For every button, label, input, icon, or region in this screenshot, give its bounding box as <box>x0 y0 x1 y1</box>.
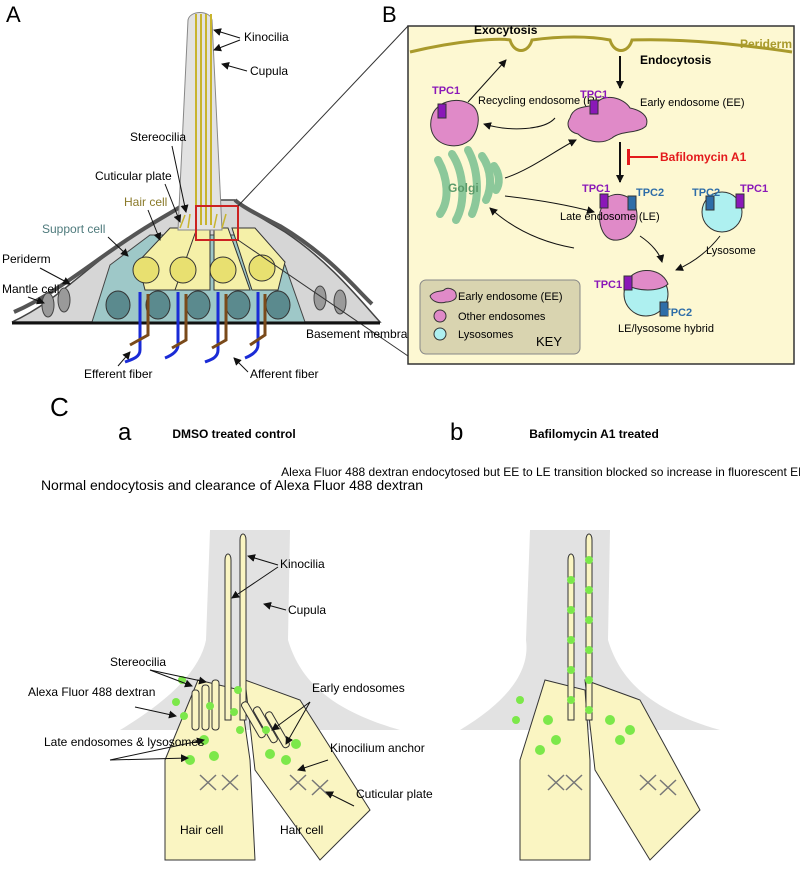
subtitle-ca: Normal endocytosis and clearance of Alex… <box>41 477 423 493</box>
hair-cell-cb-left <box>519 679 591 861</box>
key-item-1: Other endosomes <box>458 311 546 323</box>
label-late-endosome: Late endosome (LE) <box>560 211 660 223</box>
tpc2-hybrid: TPC2 <box>664 307 692 319</box>
label-stereocilia: Stereocilia <box>130 130 186 144</box>
dextran-dots-cb <box>512 556 635 755</box>
label-ca-kinocilium-anchor: Kinocilium anchor <box>330 741 425 755</box>
panel-label-cb: b <box>450 419 463 446</box>
key-box: Early endosome (EE) Other endosomes Lyso… <box>419 279 581 355</box>
zoom-box <box>195 205 239 241</box>
kinocilium-cb-2 <box>585 533 593 721</box>
label-ca-hair-cell-right: Hair cell <box>280 823 323 837</box>
kinocilium-ca-2 <box>239 533 247 721</box>
label-ca-early-endosomes: Early endosomes <box>312 681 405 695</box>
key-title: KEY <box>536 334 562 349</box>
label-ca-late-endosomes: Late endosomes & lysosomes <box>44 735 204 749</box>
label-periderm-b: Periderm <box>740 37 792 51</box>
nerve-fibers <box>124 292 267 364</box>
label-exocytosis: Exocytosis <box>474 23 538 37</box>
support-nuclei <box>105 290 291 320</box>
label-cuticular-plate: Cuticular plate <box>95 169 172 183</box>
panel-c: C a b DMSO treated control Normal endocy… <box>28 392 800 861</box>
tpc1-re: TPC1 <box>432 85 460 97</box>
label-basement-membrane: Basement membrane <box>306 327 421 341</box>
tpc1-ee: TPC1 <box>580 89 608 101</box>
label-hybrid: LE/lysosome hybrid <box>618 323 714 335</box>
stereocilia-ca <box>191 679 290 749</box>
label-hair-cell: Hair cell <box>124 195 167 209</box>
periderm-line-right <box>233 198 374 306</box>
tpc2-lyso: TPC2 <box>692 187 720 199</box>
label-ca-dextran: Alexa Fluor 488 dextran <box>28 685 155 699</box>
label-bafilomycin: Bafilomycin A1 <box>660 150 747 164</box>
tpc1-le: TPC1 <box>582 183 610 195</box>
label-cupula: Cupula <box>250 64 288 78</box>
tpc1-hybrid: TPC1 <box>594 279 622 291</box>
panel-label-ca: a <box>118 419 132 446</box>
label-ca-cuticular-plate: Cuticular plate <box>356 787 433 801</box>
label-ca-cupula: Cupula <box>288 603 326 617</box>
panel-a: A <box>2 2 421 381</box>
label-kinocilia: Kinocilia <box>244 30 289 44</box>
le-lysosome-hybrid: TPC1 TPC2 LE/lysosome hybrid <box>594 270 714 335</box>
kinocilium-ca-1 <box>224 553 232 721</box>
label-ca-hair-cell-left: Hair cell <box>180 823 223 837</box>
periderm-membrane <box>409 35 793 54</box>
title-cb: Bafilomycin A1 treated <box>529 427 659 441</box>
panel-label-c: C <box>50 392 69 422</box>
panel-label-b: B <box>382 2 397 27</box>
label-ca-kinocilia: Kinocilia <box>280 557 325 571</box>
hair-cell-cb-right <box>584 679 701 861</box>
panel-label-a: A <box>6 2 21 27</box>
early-endosome: TPC1 Early endosome (EE) <box>567 89 745 143</box>
lysosome: TPC2 TPC1 Lysosome <box>692 183 768 257</box>
label-mantle-cell: Mantle cell <box>2 282 59 296</box>
label-recycling-endosome: Recycling endosome (RE) <box>478 95 606 107</box>
panel-b: B Periderm Exocytosis Endocytosis TPC1 R… <box>382 2 795 365</box>
label-afferent-fiber: Afferent fiber <box>250 367 318 381</box>
label-endocytosis: Endocytosis <box>640 53 712 67</box>
kinocilia-lines <box>195 14 212 225</box>
label-support-cell: Support cell <box>42 222 105 236</box>
stereocilia-lines <box>179 213 227 229</box>
label-golgi: Golgi <box>448 181 479 195</box>
hair-cells <box>132 227 286 291</box>
recycling-endosome: TPC1 Recycling endosome (RE) <box>430 85 606 147</box>
label-periderm: Periderm <box>2 252 51 266</box>
late-endosome: TPC1 TPC2 Late endosome (LE) <box>560 183 664 241</box>
subtitle-cb: Alexa Fluor 488 dextran endocytosed but … <box>281 465 800 479</box>
label-lysosome: Lysosome <box>706 245 756 257</box>
tpc2-le: TPC2 <box>636 187 664 199</box>
title-ca: DMSO treated control <box>172 427 295 441</box>
label-efferent-fiber: Efferent fiber <box>84 367 152 381</box>
label-ca-stereocilia: Stereocilia <box>110 655 166 669</box>
tpc1-lyso: TPC1 <box>740 183 768 195</box>
cuticular-plate-cb <box>547 774 677 796</box>
key-item-2: Lysosomes <box>458 329 514 341</box>
label-early-endosome: Early endosome (EE) <box>640 97 745 109</box>
golgi <box>434 146 503 224</box>
key-item-0: Early endosome (EE) <box>458 291 563 303</box>
